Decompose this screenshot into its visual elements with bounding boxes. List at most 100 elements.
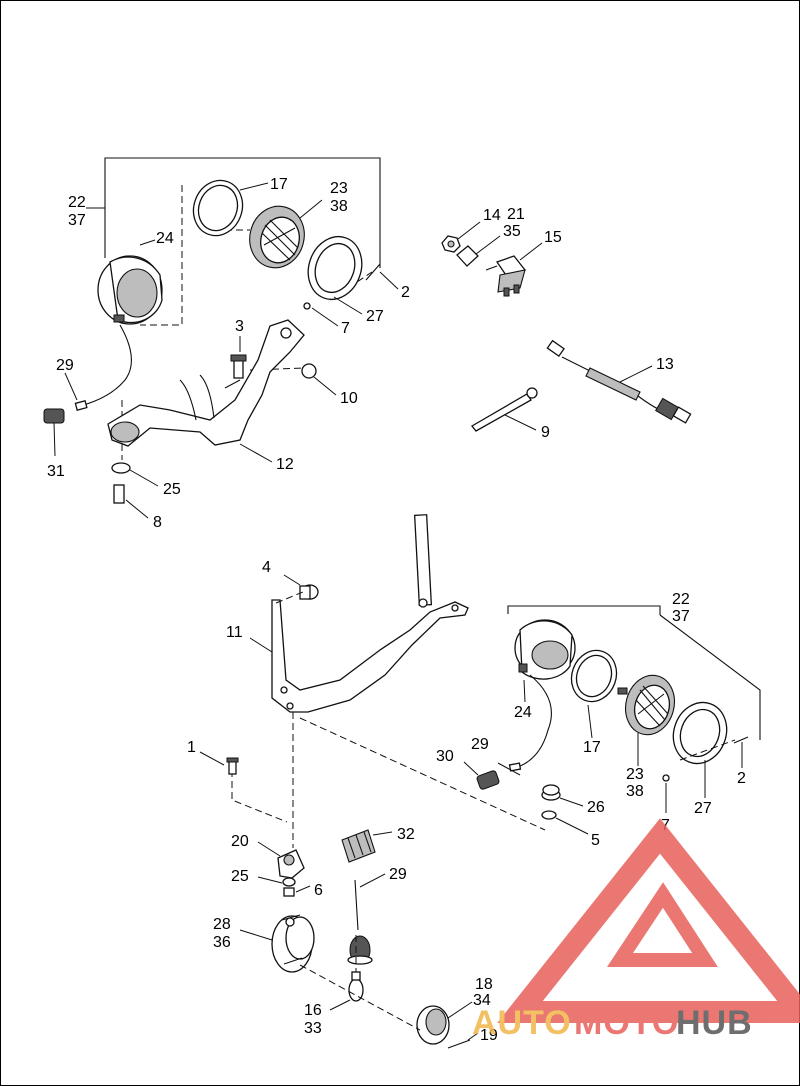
watermark-triangle: [497, 818, 800, 1023]
callout: 21: [507, 206, 525, 223]
callout: 22: [672, 591, 690, 608]
callout: 33: [304, 1020, 322, 1037]
callout: 23: [626, 766, 644, 783]
bolt-3: [230, 354, 247, 379]
right-lamp-assembly: [463, 605, 761, 835]
callout: 6: [314, 882, 323, 899]
seal-ring-17: [192, 179, 244, 237]
callout: 7: [341, 320, 350, 337]
callout: 15: [544, 229, 562, 246]
bulb-16-33: [348, 971, 364, 1002]
callout: 25: [163, 481, 181, 498]
screw-19: [447, 1039, 471, 1049]
callout: 34: [473, 992, 491, 1009]
harness-13: [546, 339, 692, 424]
callout: 17: [583, 739, 601, 756]
screw-2b: [733, 736, 749, 744]
callout: 27: [366, 308, 384, 325]
callout: 35: [503, 223, 521, 240]
switch-harness-group: [441, 221, 692, 432]
callout: 10: [340, 390, 358, 407]
callout: 30: [436, 748, 454, 765]
callout: 9: [541, 424, 550, 441]
callout: 29: [471, 736, 489, 753]
clamp-28-36: [271, 914, 315, 973]
top-lamp-assembly: [43, 157, 399, 519]
callout: 8: [153, 514, 162, 531]
callout: 3: [235, 318, 244, 335]
washer-25b: [282, 877, 296, 887]
wire-29: [79, 324, 132, 407]
callout: 27: [694, 800, 712, 817]
callout: 16: [304, 1002, 322, 1019]
washer-5: [541, 810, 557, 820]
callout: 18: [475, 976, 493, 993]
callout: 32: [397, 826, 415, 843]
plate-21-35: [456, 245, 479, 267]
nut-7b: [662, 774, 670, 782]
bracket-12: [107, 319, 305, 447]
callout: 2: [401, 284, 410, 301]
watermark-logo: AUTO MOTO HUB: [472, 818, 800, 1042]
lamp-housing-24b: [514, 619, 576, 680]
lower-bracket-11: [199, 514, 546, 848]
watermark-text-hub: HUB: [676, 1004, 753, 1042]
callout: 22: [68, 194, 86, 211]
callout: 37: [672, 608, 690, 625]
connector-32: [341, 829, 376, 863]
callout: 36: [213, 934, 231, 951]
socket-29: [347, 879, 373, 965]
screw-2: [365, 263, 381, 281]
sealed-beam-23-38b: [617, 674, 675, 736]
callout: 20: [231, 833, 249, 850]
callout: 14: [483, 207, 501, 224]
callout: 2: [737, 770, 746, 787]
callout-labels: 22 37 17 23 38 24 2 27 7 3 10 12 29 31 2…: [47, 176, 746, 1044]
lens-18-34: [416, 1005, 450, 1045]
nut-6: [283, 887, 295, 897]
callout: 5: [591, 832, 600, 849]
callout: 1: [187, 739, 196, 756]
sealed-beam-23-38: [249, 205, 305, 269]
callout: 19: [480, 1027, 498, 1044]
grommet-26: [541, 784, 561, 801]
callout: 38: [330, 198, 348, 215]
callout: 4: [262, 559, 271, 576]
callout: 26: [587, 799, 605, 816]
callout: 24: [156, 230, 174, 247]
nut-10: [301, 363, 317, 379]
callout: 38: [626, 783, 644, 800]
callout: 23: [330, 180, 348, 197]
watermark-text-moto: MOTO: [574, 1004, 679, 1042]
callout: 28: [213, 916, 231, 933]
nut-14: [441, 235, 461, 253]
connector-30: [476, 770, 500, 790]
bracket-20: [277, 849, 305, 879]
nut-7: [303, 302, 311, 310]
callout: 17: [270, 176, 288, 193]
spacer-4: [299, 584, 319, 600]
callout: 25: [231, 868, 249, 885]
seal-ring-17b: [570, 649, 618, 703]
trim-ring: [307, 235, 363, 301]
callout: 13: [656, 356, 674, 373]
callout: 29: [56, 357, 74, 374]
callout: 29: [389, 866, 407, 883]
bolt-8: [113, 484, 125, 504]
callout: 11: [226, 624, 243, 641]
screw-1: [226, 757, 239, 775]
callout: 12: [276, 456, 294, 473]
callout: 37: [68, 212, 86, 229]
bottom-assembly: [239, 829, 479, 1049]
trim-ring-b: [672, 701, 728, 765]
cable-tie-9: [471, 387, 538, 432]
callout: 31: [47, 463, 65, 480]
connector-31: [43, 408, 65, 424]
washer-25: [111, 462, 131, 474]
callout: 24: [514, 704, 532, 721]
switch-15: [485, 255, 527, 297]
watermark-text-auto: AUTO: [472, 1004, 572, 1042]
lamp-housing-24: [97, 255, 163, 325]
wire-29b: [514, 674, 552, 769]
